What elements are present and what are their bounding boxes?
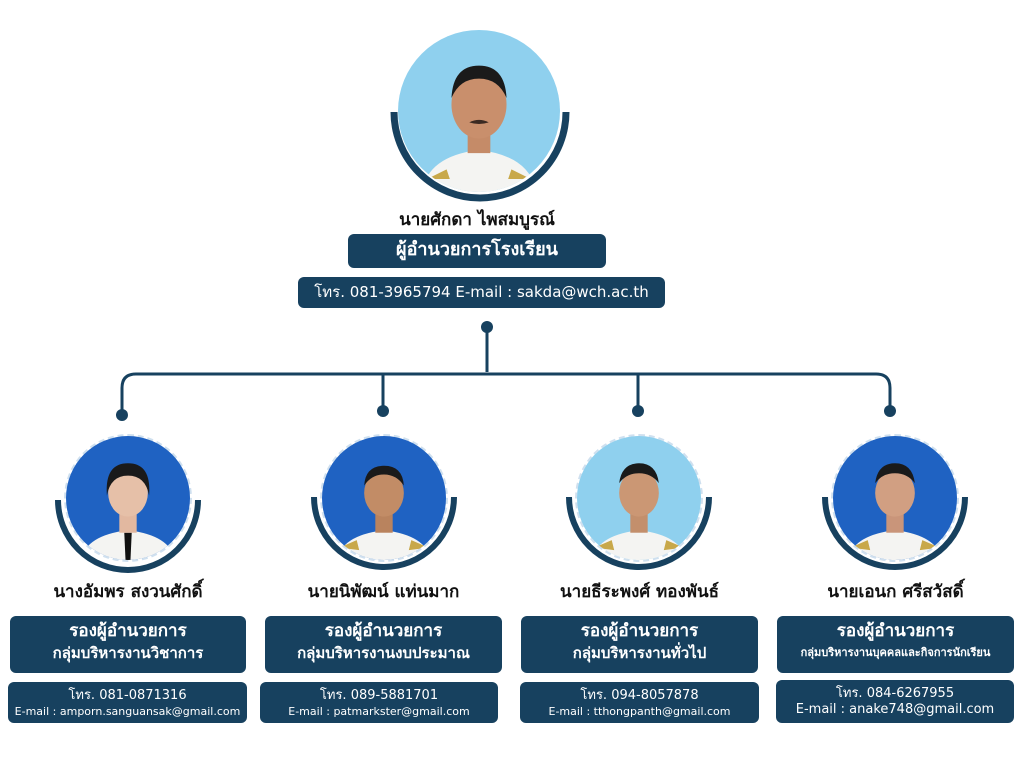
deputy-name: นายเอนก ศรีสวัสดิ์ — [827, 582, 964, 602]
deputy-title: รองผู้อำนวยการ — [69, 621, 187, 641]
deputy-email: E-mail : amporn.sanguansak@gmail.com — [14, 705, 241, 718]
deputy-role-box: รองผู้อำนวยการ กลุ่มบริหารงานบุคคลและกิจ… — [777, 616, 1014, 673]
deputy-role-box: รองผู้อำนวยการ กลุ่มบริหารงานทั่วไป — [521, 616, 758, 673]
deputy-group: กลุ่มบริหารงานบุคคลและกิจการนักเรียน — [800, 646, 991, 659]
deputy-photo — [575, 434, 703, 562]
deputy-name: นายนิพัฒน์ แท่นมาก — [307, 582, 460, 602]
director-name: นายศักดา ไพสมบูรณ์ — [399, 210, 555, 230]
director-contact-box: โทร. 081-3965794 E-mail : sakda@wch.ac.t… — [298, 277, 665, 308]
deputy-photo — [831, 434, 959, 562]
deputy-tel: โทร. 089-5881701 — [319, 688, 439, 703]
person-portrait-icon — [322, 436, 446, 560]
deputy-name: นางอัมพร สงวนศักดิ์ — [53, 582, 203, 602]
deputy-role-box: รองผู้อำนวยการ กลุ่มบริหารงานวิชาการ — [10, 616, 246, 673]
deputy-title: รองผู้อำนวยการ — [324, 621, 443, 641]
person-portrait-icon — [577, 436, 701, 560]
deputy-tel: โทร. 081-0871316 — [68, 688, 187, 703]
deputy-tel: โทร. 084-6267955 — [835, 686, 955, 701]
deputy-contact-box: โทร. 094-8057878 E-mail : tthongpanth@gm… — [520, 682, 759, 723]
deputy-group: กลุ่มบริหารงานวิชาการ — [52, 644, 204, 662]
deputy-title: รองผู้อำนวยการ — [836, 621, 955, 641]
deputy-email: E-mail : patmarkster@gmail.com — [288, 705, 470, 718]
director-position-box: ผู้อำนวยการโรงเรียน — [348, 234, 606, 268]
director-photo — [398, 30, 560, 192]
person-portrait-icon — [398, 30, 560, 192]
deputy-name: นายธีระพงศ์ ทองพันธ์ — [560, 582, 719, 602]
deputy-photo — [64, 434, 192, 562]
deputy-contact-box: โทร. 089-5881701 E-mail : patmarkster@gm… — [260, 682, 498, 723]
deputy-title: รองผู้อำนวยการ — [580, 621, 699, 641]
deputy-email: E-mail : tthongpanth@gmail.com — [548, 705, 731, 718]
deputy-role-box: รองผู้อำนวยการ กลุ่มบริหารงานงบประมาณ — [265, 616, 502, 673]
deputy-email: E-mail : anake748@gmail.com — [795, 702, 995, 717]
person-portrait-icon — [66, 436, 190, 560]
deputy-contact-box: โทร. 084-6267955 E-mail : anake748@gmail… — [776, 680, 1014, 723]
deputy-tel: โทร. 094-8057878 — [580, 688, 699, 703]
deputy-group: กลุ่มบริหารงานทั่วไป — [572, 644, 707, 662]
person-portrait-icon — [833, 436, 957, 560]
deputy-contact-box: โทร. 081-0871316 E-mail : amporn.sanguan… — [8, 682, 247, 723]
deputy-photo — [320, 434, 448, 562]
deputy-group: กลุ่มบริหารงานงบประมาณ — [297, 644, 470, 662]
